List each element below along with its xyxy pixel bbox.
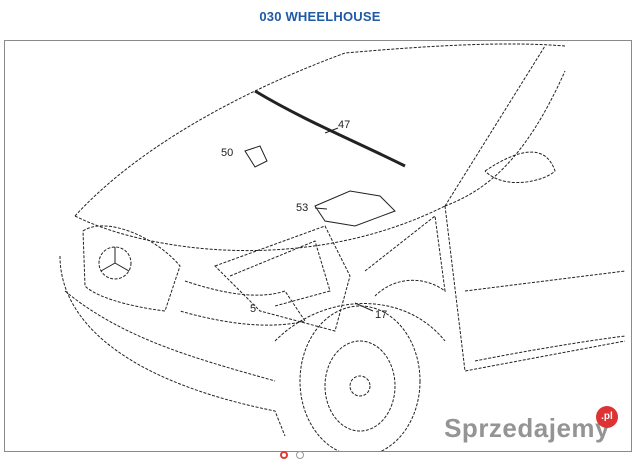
leader-53 <box>314 207 328 210</box>
leader-47 <box>324 127 339 134</box>
assembly-53 <box>314 190 396 227</box>
diagram-title: 030 WHEELHOUSE <box>259 9 381 24</box>
car-line-drawing <box>59 43 626 451</box>
callout-50: 50 <box>221 147 234 159</box>
wheel-rim <box>324 340 396 432</box>
a-pillar <box>444 205 626 372</box>
callout-47: 47 <box>338 119 351 131</box>
windshield <box>444 45 566 207</box>
hood-outline <box>74 43 566 217</box>
bumper <box>59 255 286 437</box>
rocker <box>474 335 626 362</box>
side-window <box>484 151 556 184</box>
bracket-50 <box>244 145 268 168</box>
callout-17: 17 <box>375 309 388 321</box>
wheelhouse-inner <box>229 240 331 307</box>
door-line <box>464 270 626 292</box>
fender-liner <box>364 215 446 297</box>
emblem-star <box>100 247 130 272</box>
carousel-dots <box>280 451 304 459</box>
bumper-line <box>64 290 276 382</box>
callout-5: 5 <box>250 303 257 315</box>
headlight <box>179 280 306 326</box>
trim-strip <box>254 89 406 168</box>
wheelhouse-panel <box>214 225 351 332</box>
wheel-hub <box>349 375 371 397</box>
watermark: Sprzedajemy <box>444 413 610 443</box>
fender <box>274 303 446 342</box>
parts-diagram: 47 50 53 5 17 <box>4 40 632 452</box>
hood-line <box>74 205 446 252</box>
leader-17 <box>354 302 374 312</box>
watermark-badge: .pl <box>596 406 618 428</box>
wheel-tire <box>299 305 421 451</box>
carousel-dot-1[interactable] <box>280 451 288 459</box>
grille <box>82 225 181 312</box>
callout-53: 53 <box>296 202 309 214</box>
carousel-dot-2[interactable] <box>296 451 304 459</box>
